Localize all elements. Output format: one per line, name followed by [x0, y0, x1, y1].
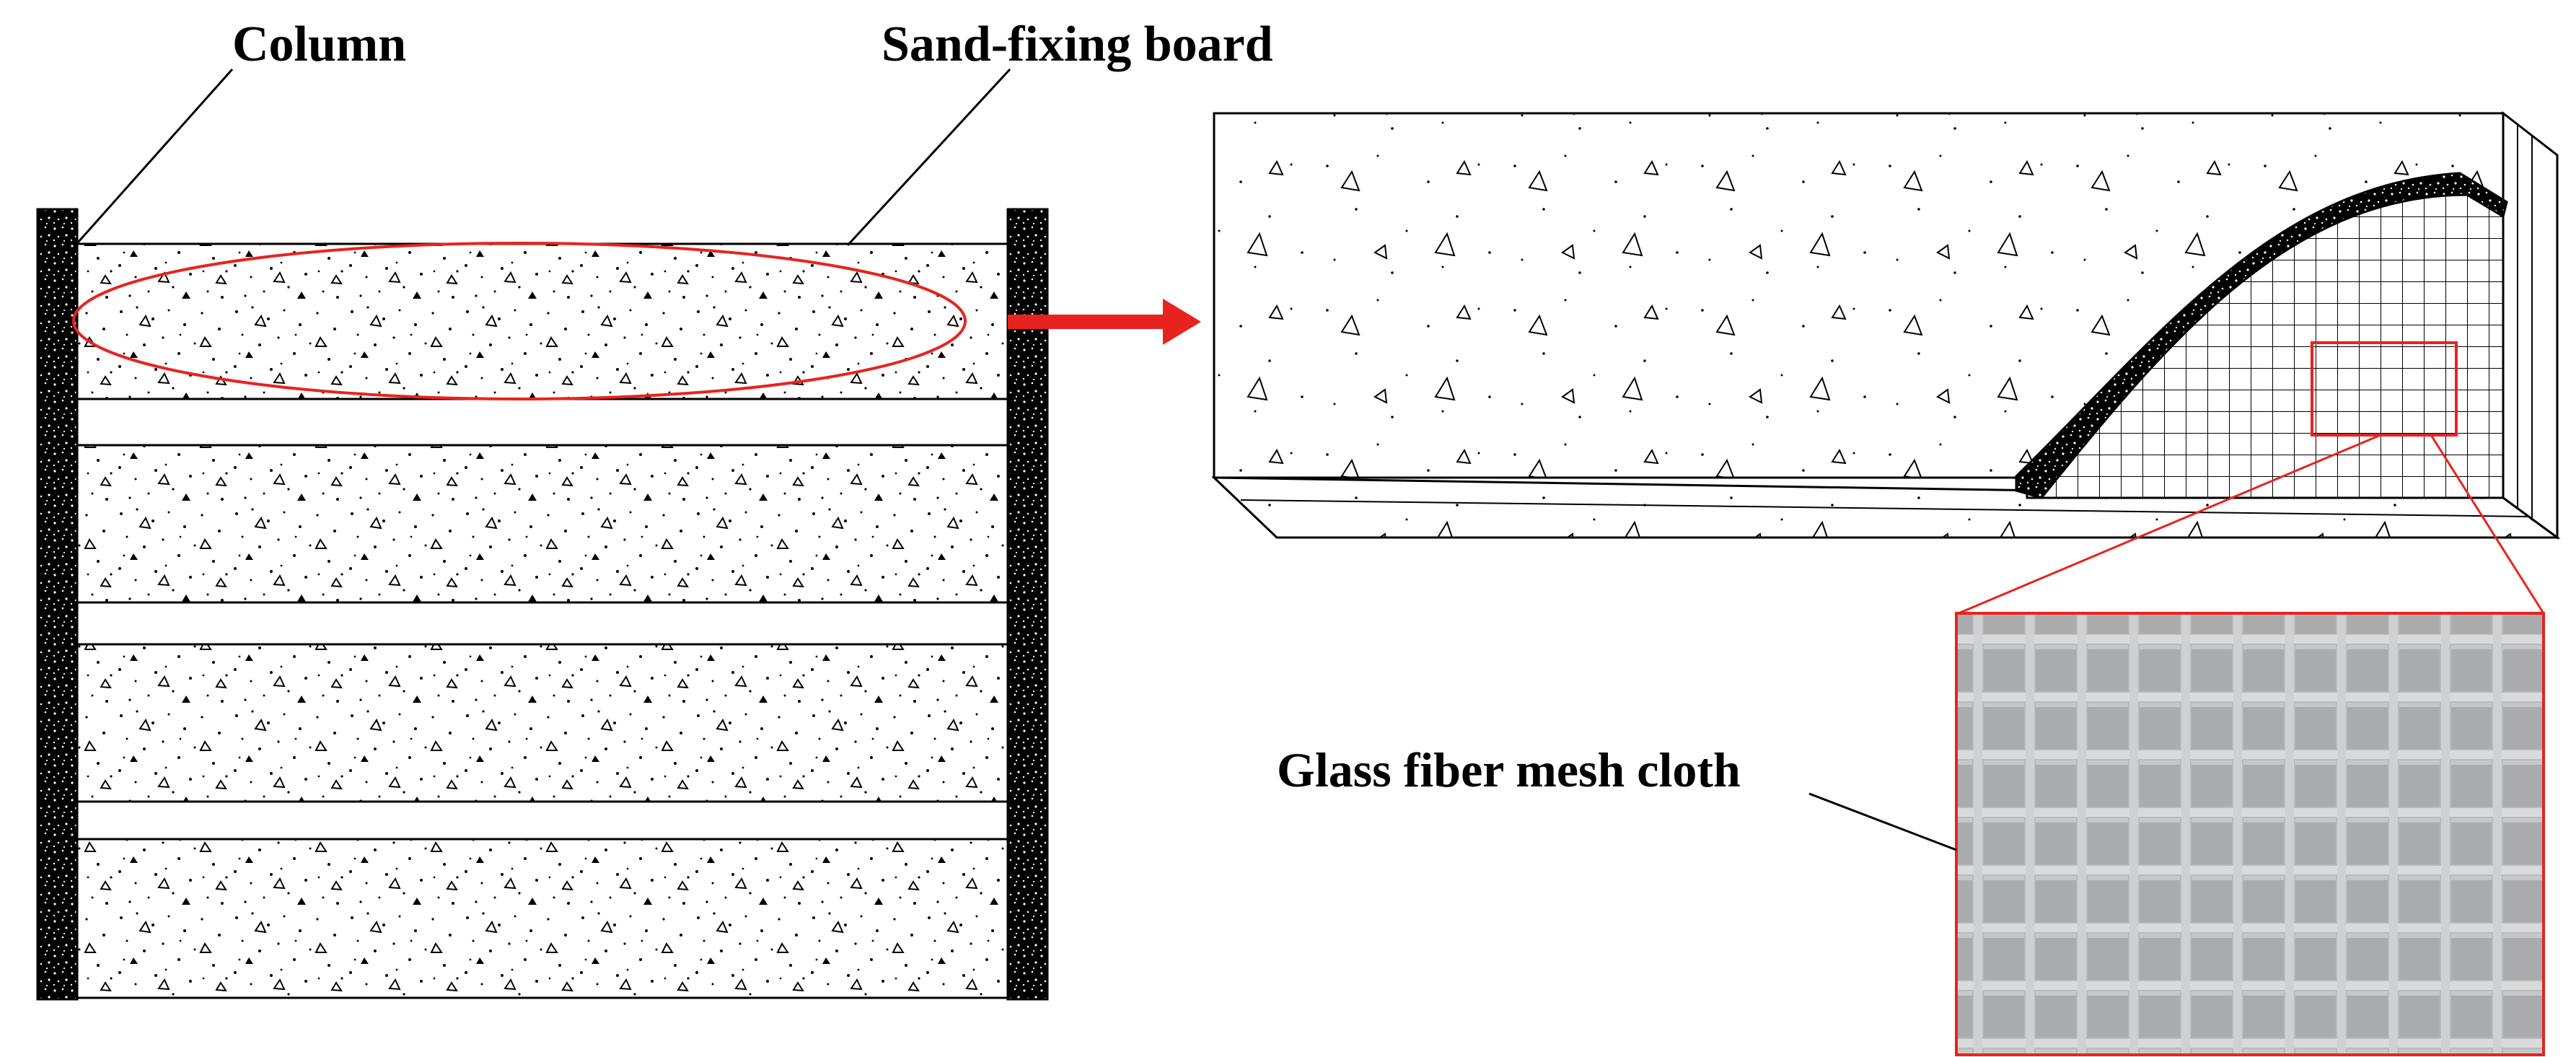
left-structure — [36, 208, 1049, 1001]
sand-fixing-board-3 — [76, 643, 1009, 803]
zoom-line-right — [2430, 434, 2545, 614]
sand-fixing-board-4 — [76, 838, 1009, 999]
sand-fixing-board-2 — [76, 444, 1009, 604]
mesh-cloth-photo — [1955, 612, 2545, 1056]
column-leader-line — [76, 69, 234, 243]
sand-fixing-board-label: Sand-fixing board — [882, 17, 1273, 72]
column-right — [1006, 208, 1049, 1001]
highlight-ellipse — [72, 242, 967, 400]
glass-fiber-mesh-cloth-label: Glass fiber mesh cloth — [1277, 742, 1741, 797]
board-leader-line — [846, 68, 1011, 247]
slab-side-face — [2502, 110, 2559, 540]
column-left — [36, 208, 79, 1001]
mesh-cloth-leader-line — [1808, 792, 1957, 851]
zoom-rectangle — [2311, 341, 2458, 437]
mesh-edge-band — [2015, 172, 2508, 499]
right-arrow-icon — [1008, 299, 1201, 345]
enlarged-board-section — [1211, 110, 2561, 540]
zoom-line-left — [1958, 434, 2381, 615]
column-label: Column — [232, 17, 406, 72]
sand-fixing-board-1 — [76, 242, 1009, 400]
